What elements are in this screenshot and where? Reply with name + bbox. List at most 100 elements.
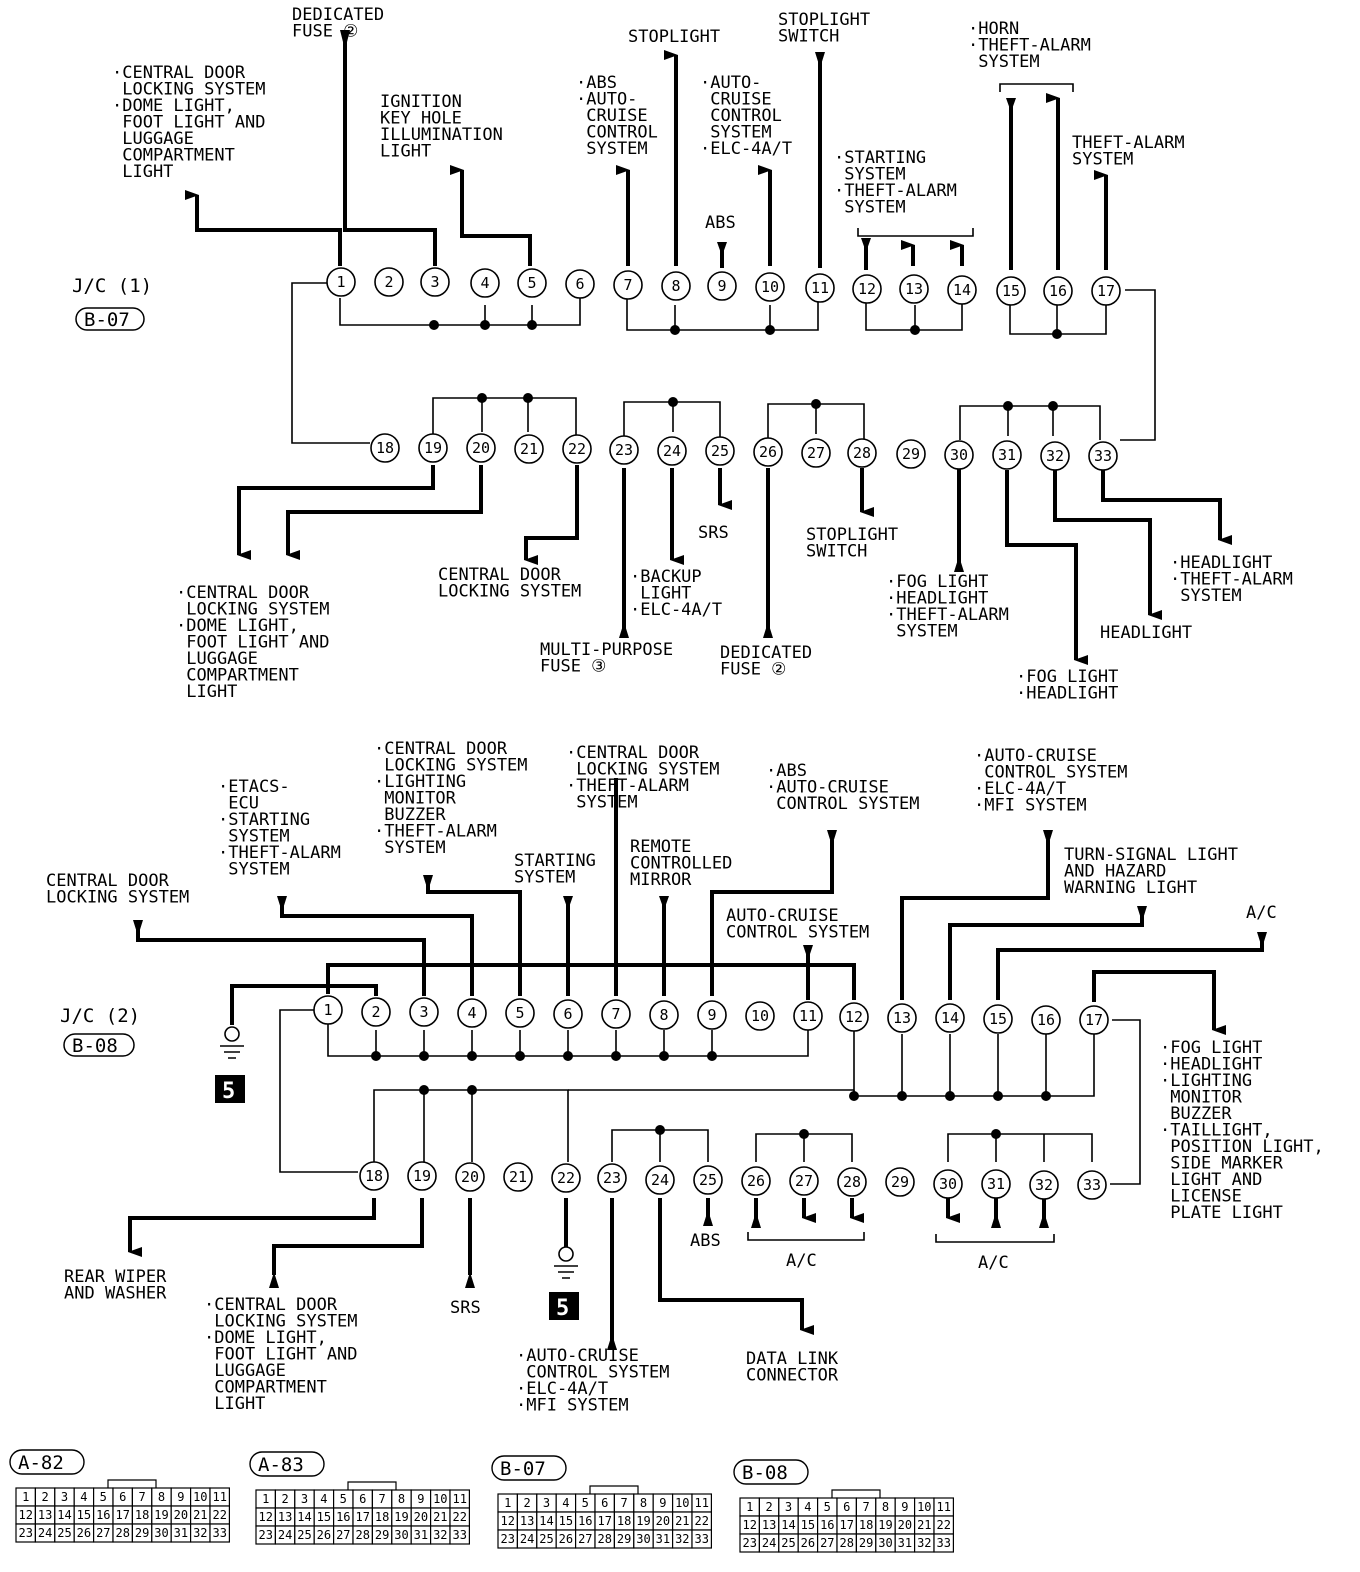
connector-cell [449,1525,470,1545]
ground-label-left: 5 [222,1079,235,1104]
label-line: ·ELC-4A/T [700,139,792,159]
pin-30: 30 [944,440,974,470]
connector-cell-label: 16 [578,1514,592,1528]
pin-12: 12 [839,1002,869,1032]
connector-cell-label: 7 [620,1496,627,1510]
pin-label: 22 [568,440,586,458]
pin-18: 18 [370,433,400,463]
label-line: CENTRAL DOOR [438,565,562,585]
label-line: ·AUTO-CRUISE [974,746,1097,766]
connector-cell-label: 19 [636,1514,650,1528]
connector-cell-label: 27 [96,1526,110,1540]
label-jc1-b3: SRS [698,523,729,543]
label-line: LOCKING SYSTEM [566,760,720,780]
connector-cell-label: 16 [336,1510,350,1524]
connector-cell-label: 3 [61,1490,68,1504]
label-line: ·MFI SYSTEM [516,1396,629,1416]
connector-cell-label: 19 [878,1518,892,1532]
pin-label: 31 [998,446,1016,464]
pin-16: 16 [1031,1005,1061,1035]
connector-cell-label: 27 [820,1536,834,1550]
connector-cell-label: 23 [742,1536,756,1550]
label-line: ·THEFT-ALARM [886,605,1009,625]
label-line: SWITCH [778,27,839,47]
label-line: IGNITION [380,92,462,112]
pin-7: 7 [601,999,631,1029]
pin-label: 8 [659,1006,668,1024]
connector-cell-label: 6 [359,1492,366,1506]
connector-cell-label: 5 [824,1500,831,1514]
connector-cell-label: 33 [936,1536,950,1550]
label-jc2-d6: ABS [690,1231,721,1251]
connector-cell-label: 4 [804,1500,811,1514]
pin-label: 9 [707,1006,716,1024]
pin-label: 32 [1046,447,1064,465]
connector-cell-label: 22 [212,1508,226,1522]
label-line: DEDICATED [292,5,384,25]
pin-32: 32 [1040,441,1070,471]
label-line: FOOT LIGHT AND [204,1345,358,1365]
connector-cell-label: 29 [617,1532,631,1546]
label-line: ·FOG LIGHT [1016,667,1118,687]
pin-label: 2 [384,273,393,291]
pin-label: 10 [751,1007,769,1025]
connector-cell-label: 13 [520,1514,534,1528]
label-line: ·CENTRAL DOOR [204,1295,338,1315]
pin-22: 22 [562,434,592,464]
connector-cell-label: 28 [839,1536,853,1550]
jc2-code-frame [63,1033,135,1057]
pin-label: 20 [461,1168,479,1186]
pin-16: 16 [1043,276,1073,306]
pin-label: 27 [795,1172,813,1190]
pin-label: 4 [480,274,489,292]
label-line: LIGHT [112,162,173,182]
pin-label: 17 [1097,282,1115,300]
pin-label: 24 [651,1171,669,1189]
connector-cell-label: 11 [694,1496,708,1510]
label-line: FUSE ② [720,660,786,680]
label-line: COMPARTMENT [204,1378,327,1398]
label-jc1-b4: ·BACKUP LIGHT·ELC-4A/T [630,567,722,620]
pin-1: 1 [313,995,343,1025]
label-line: SYSTEM [374,838,446,858]
pin-18: 18 [359,1161,389,1191]
jc1-header: J/C (1) B-07 [72,275,152,331]
connector-cell-label: 8 [398,1492,405,1506]
pin-label: 4 [467,1004,476,1022]
label-line: ·DOME LIGHT, [176,616,299,636]
connector-cell-label: 33 [694,1532,708,1546]
label-line: ·HORN [968,19,1019,39]
connector-code: A-83 [258,1454,304,1476]
connector-cell-label: 27 [578,1532,592,1546]
connector-cell-label: 4 [320,1492,327,1506]
connector-cell-label: 22 [694,1514,708,1528]
jc2-wiring [128,778,1267,1350]
pin-11: 11 [793,1001,823,1031]
label-line: ·THEFT-ALARM [566,776,689,796]
label-line: SYSTEM [218,827,290,847]
label-line: LOCKING SYSTEM [176,600,330,620]
label-line: HEADLIGHT [1100,623,1192,643]
connector-cell-label: 23 [258,1528,272,1542]
pin-31: 31 [981,1169,1011,1199]
connector-cell-label: 1 [746,1500,753,1514]
label-line: LIGHT [204,1394,265,1414]
pin-22: 22 [551,1163,581,1193]
pin-33: 33 [1077,1170,1107,1200]
pin-27: 27 [801,438,831,468]
connector-cell-label: 6 [601,1496,608,1510]
label-line: ·ETACS- [218,777,290,797]
label-line: KEY HOLE [380,109,462,129]
connector-cell-label: 31 [414,1528,428,1542]
pin-label: 28 [853,444,871,462]
label-jc2-d3: SRS [450,1298,481,1318]
connector-cell-label: 4 [562,1496,569,1510]
pin-7: 7 [613,270,643,300]
label-jc2-u5: ·CENTRAL DOOR LOCKING SYSTEM·THEFT-ALARM… [566,743,720,813]
